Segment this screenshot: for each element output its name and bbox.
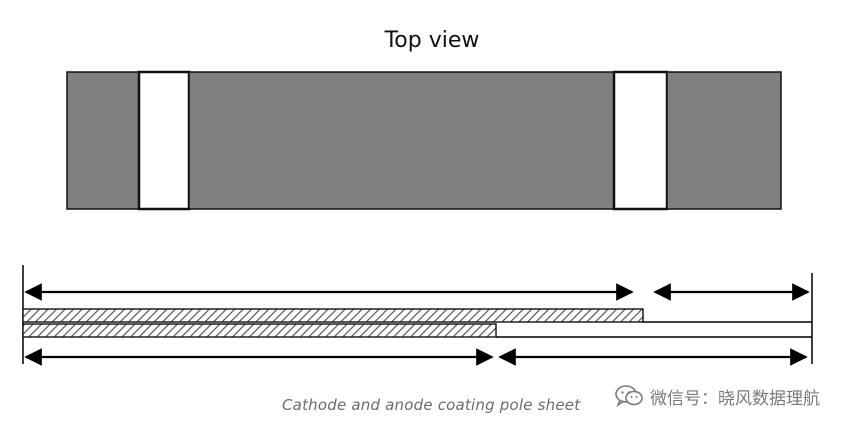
foil-gap-left [137, 70, 191, 211]
watermark-text: 微信号：晓风数据理航 [650, 388, 820, 409]
wechat-icon [615, 385, 643, 408]
foil-gap-right [612, 70, 669, 211]
top-view [66, 70, 782, 211]
figure-caption: Cathode and anode coating pole sheet [282, 396, 581, 414]
coating-middle [188, 71, 615, 210]
diagram-title: Top view [384, 28, 480, 53]
watermark: 微信号：晓风数据理航 [614, 383, 820, 409]
upper-coating-layer [22, 308, 644, 323]
coating-right [666, 71, 782, 210]
coating-left [66, 71, 140, 210]
lower-coating-layer [22, 323, 497, 338]
side-view [22, 265, 813, 366]
